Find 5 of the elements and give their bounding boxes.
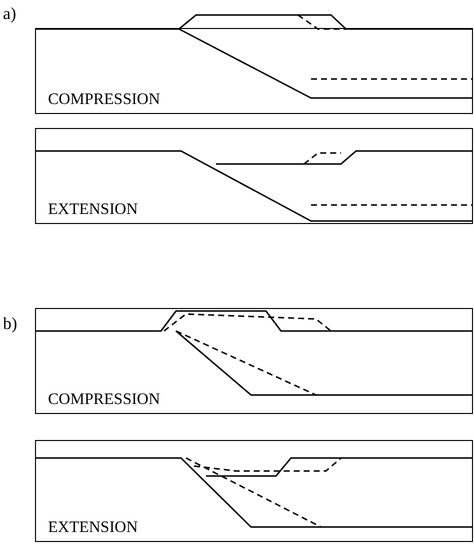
cross-section-panel [35,308,473,414]
panel-letter: b) [3,314,18,334]
cross-section-panel [35,440,473,542]
panel-letter: a) [3,4,16,24]
cross-section-panel [35,128,473,224]
